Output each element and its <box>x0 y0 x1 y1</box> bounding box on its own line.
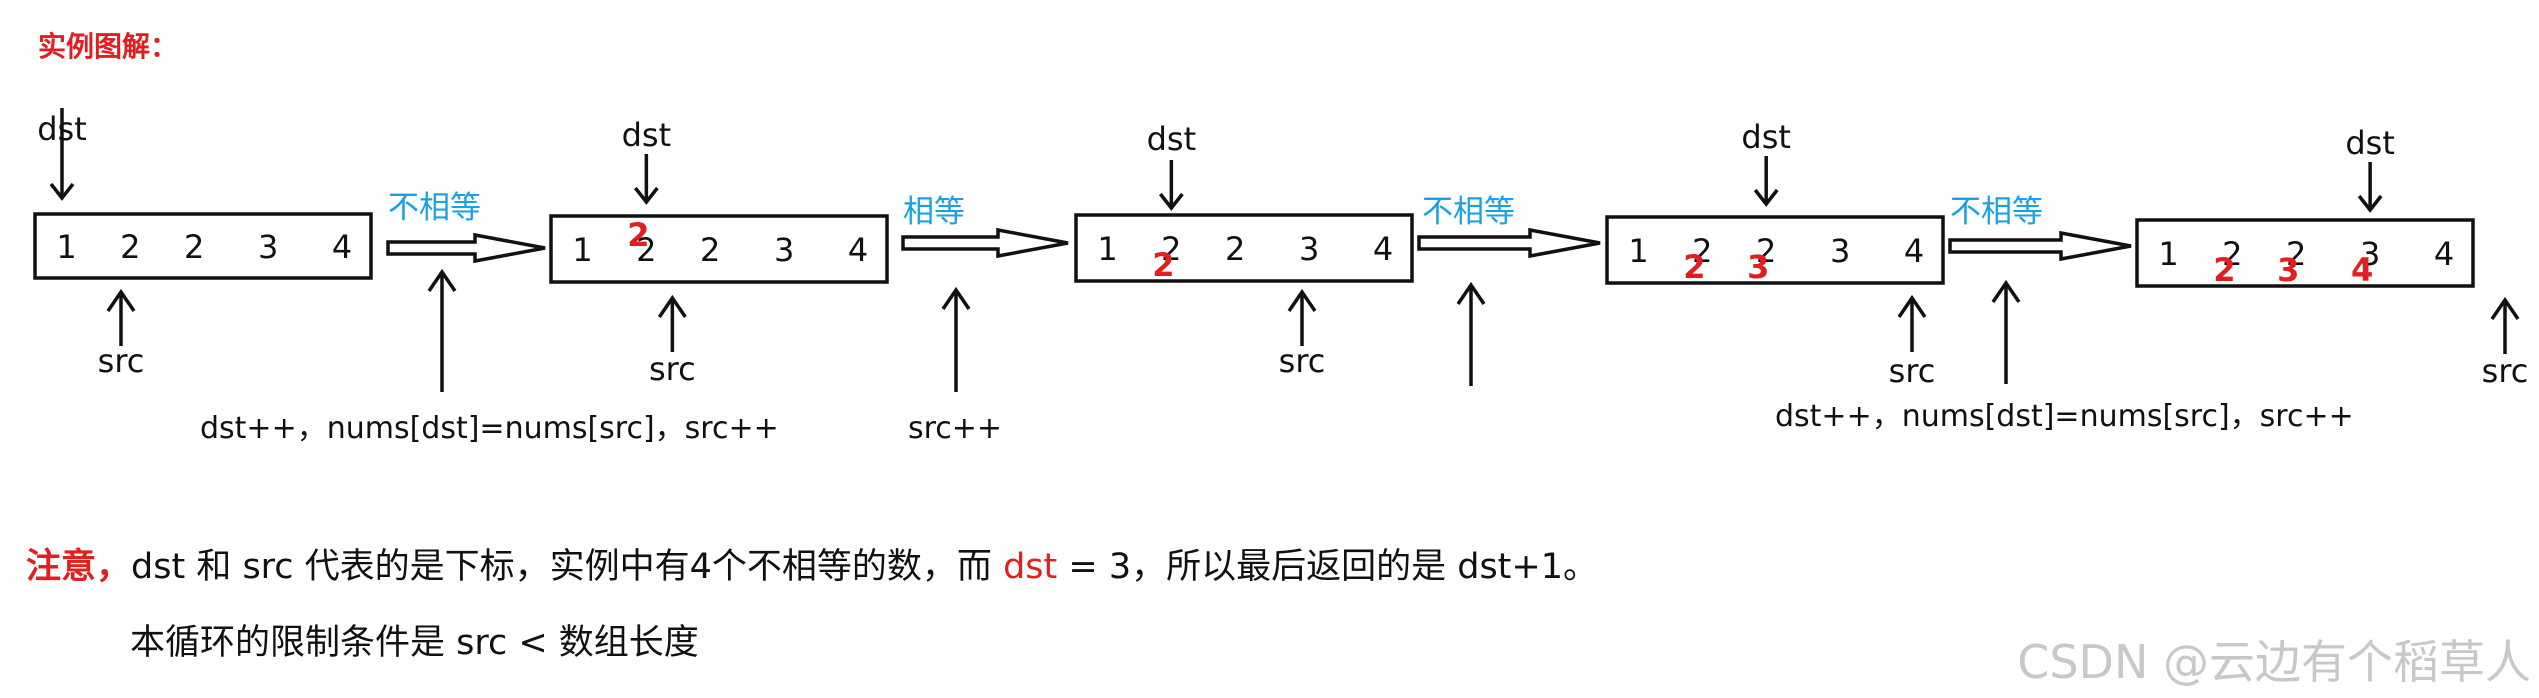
array-cell: 2 <box>120 228 140 266</box>
note-prefix: 注意， <box>26 547 132 587</box>
diagram-title: 实例图解： <box>38 30 178 63</box>
array-box-5 <box>2135 218 2475 288</box>
array-box-1 <box>33 212 373 280</box>
array-cell: 1 <box>56 228 76 266</box>
step-action-text: dst++，nums[dst]=nums[src]，src++ <box>200 411 779 446</box>
step-indicator-arrow <box>427 268 457 392</box>
src-label: src <box>1889 352 1936 390</box>
array-cell: 2 <box>700 231 720 269</box>
array-cell: 2 <box>2222 235 2242 273</box>
overwritten-value: 3 <box>2277 251 2299 289</box>
dst-label: dst <box>2345 124 2395 162</box>
array-cell: 4 <box>1373 230 1393 268</box>
transition-arrow <box>1948 230 2132 262</box>
overwritten-value: 3 <box>1747 248 1769 286</box>
watermark: CSDN @云边有个稻草人 <box>2017 635 2531 689</box>
array-cell: 3 <box>1299 230 1319 268</box>
comparison-label: 不相等 <box>388 190 481 226</box>
array-cell: 2 <box>636 231 656 269</box>
array-cell: 4 <box>2434 235 2454 273</box>
overwritten-value: 2 <box>1683 248 1705 286</box>
dst-label: dst <box>1741 118 1791 156</box>
src-pointer-arrow <box>1287 288 1317 346</box>
step-indicator-arrow <box>941 286 971 392</box>
array-cell: 4 <box>848 231 868 269</box>
overwritten-value: 4 <box>2351 251 2373 289</box>
transition-arrow <box>901 227 1069 259</box>
src-label: src <box>649 350 696 388</box>
array-cell: 1 <box>572 231 592 269</box>
transition-arrow <box>386 232 546 264</box>
comparison-label: 不相等 <box>1950 194 2043 230</box>
array-cell: 1 <box>2158 235 2178 273</box>
src-label: src <box>1279 342 1326 380</box>
array-box-4 <box>1605 215 1945 285</box>
comparison-label: 不相等 <box>1422 194 1515 230</box>
array-cell: 1 <box>1628 232 1648 270</box>
array-cell: 2 <box>1756 232 1776 270</box>
overwritten-value: 2 <box>2213 251 2235 289</box>
src-pointer-arrow <box>106 288 136 346</box>
dst-pointer-arrow <box>633 154 659 205</box>
step-action-text: src++ <box>908 411 1002 446</box>
note-part2: = 3，所以最后返回的是 dst+1。 <box>1057 547 1598 587</box>
dst-pointer-arrow <box>2357 162 2383 213</box>
array-box-3 <box>1074 213 1414 283</box>
dst-pointer-arrow <box>1158 160 1184 211</box>
array-cell: 2 <box>2286 235 2306 273</box>
note-line-2: 本循环的限制条件是 src < 数组长度 <box>130 623 699 663</box>
array-cell: 2 <box>1225 230 1245 268</box>
dst-label: dst <box>622 116 672 154</box>
note-part1: dst 和 src 代表的是下标，实例中有4个不相等的数，而 <box>131 547 1004 587</box>
note-highlight: dst <box>1003 547 1058 587</box>
array-cell: 3 <box>1830 232 1850 270</box>
array-cell: 1 <box>1097 230 1117 268</box>
array-cell: 4 <box>1904 232 1924 270</box>
comparison-label: 相等 <box>903 194 965 230</box>
array-cell: 2 <box>1692 232 1712 270</box>
array-cell: 2 <box>1161 230 1181 268</box>
array-cell: 3 <box>2360 235 2380 273</box>
dst-pointer-arrow <box>49 108 75 201</box>
dst-label: dst <box>1147 120 1197 158</box>
array-cell: 2 <box>184 228 204 266</box>
src-label: src <box>98 342 145 380</box>
src-pointer-arrow <box>1897 294 1927 352</box>
step-action-text: dst++，nums[dst]=nums[src]，src++ <box>1775 399 2354 434</box>
src-label: src <box>2482 352 2529 390</box>
array-cell: 3 <box>258 228 278 266</box>
step-indicator-arrow <box>1456 281 1486 386</box>
transition-arrow <box>1417 227 1601 259</box>
dst-pointer-arrow <box>1753 156 1779 207</box>
overwritten-value: 2 <box>1152 246 1174 284</box>
src-pointer-arrow <box>2490 296 2520 354</box>
array-cell: 3 <box>774 231 794 269</box>
note-line-1: 注意，dst 和 src 代表的是下标，实例中有4个不相等的数，而 dst = … <box>26 538 1598 589</box>
step-indicator-arrow <box>1991 279 2021 384</box>
overwritten-value: 2 <box>627 216 649 254</box>
src-pointer-arrow <box>657 294 687 352</box>
array-cell: 4 <box>332 228 352 266</box>
array-box-2 <box>549 214 889 284</box>
